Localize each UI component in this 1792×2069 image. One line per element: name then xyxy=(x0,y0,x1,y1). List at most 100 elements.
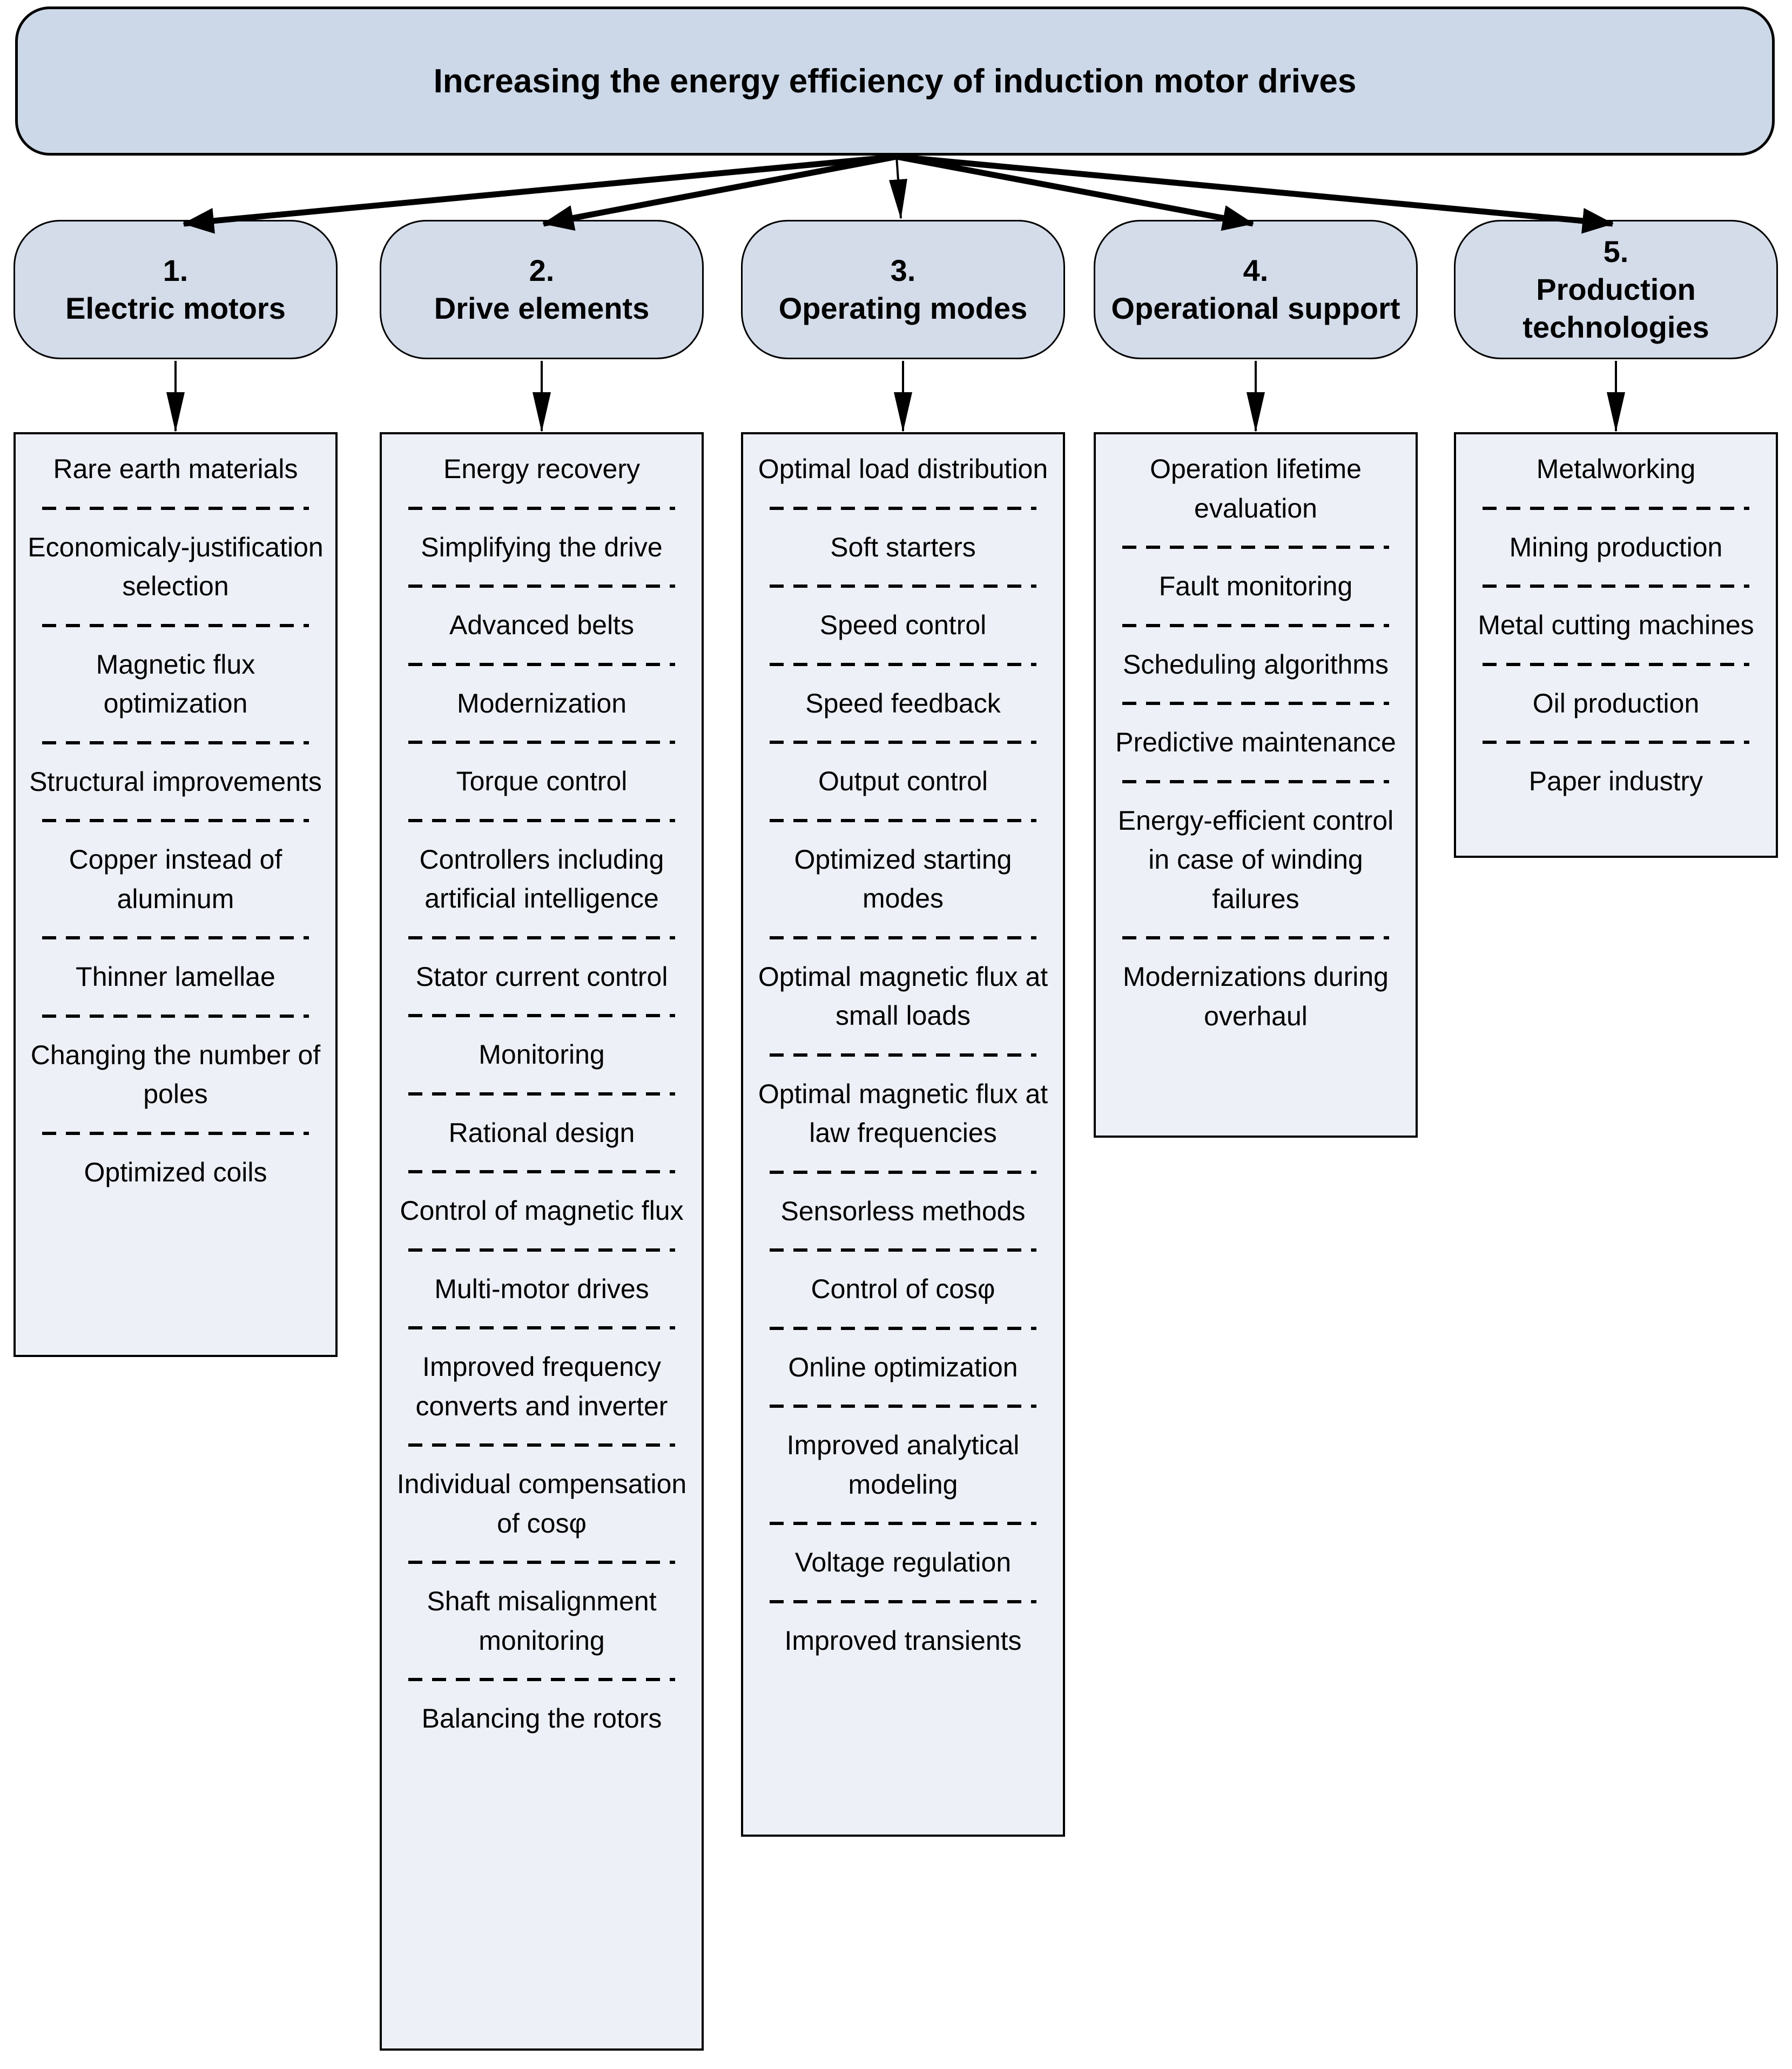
item-separator xyxy=(1483,506,1749,510)
list-item: Optimal magnetic flux at small loads xyxy=(758,961,1048,1031)
item-separator xyxy=(770,1053,1036,1057)
arrow-root-to-category-4 xyxy=(895,153,1254,231)
item-separator xyxy=(408,1326,675,1329)
item-separator xyxy=(1483,741,1749,744)
item-separator xyxy=(770,1248,1036,1252)
list-item: Predictive maintenance xyxy=(1115,727,1396,757)
list-item: Modernizations during overhaul xyxy=(1123,962,1389,1031)
item-separator xyxy=(42,506,309,510)
list-item: Online optimization xyxy=(788,1352,1018,1382)
item-separator xyxy=(770,1326,1036,1330)
list-item: Energy-efficient control in case of wind… xyxy=(1117,805,1394,914)
item-separator xyxy=(770,1522,1036,1525)
list-item: Sensorless methods xyxy=(780,1195,1026,1226)
item-separator xyxy=(408,1014,675,1017)
item-separator xyxy=(1483,662,1749,666)
item-separator xyxy=(1483,585,1749,588)
item-separator xyxy=(1122,702,1389,705)
list-item: Advanced belts xyxy=(449,610,634,640)
list-item: Economicaly-justification selection xyxy=(28,532,324,602)
item-separator xyxy=(408,662,675,666)
item-separator xyxy=(770,585,1036,588)
category-number: 1. xyxy=(163,253,188,287)
list-item: Balancing the rotors xyxy=(421,1703,662,1734)
item-separator xyxy=(408,741,675,744)
category-box-3: 3.Operating modes xyxy=(741,220,1065,359)
category-title: Drive elements xyxy=(434,291,650,325)
list-item: Torque control xyxy=(456,766,628,796)
item-separator xyxy=(408,506,675,510)
item-separator xyxy=(42,1131,309,1135)
item-separator xyxy=(42,623,309,627)
category-box-4: 4. Operational support xyxy=(1094,220,1418,359)
item-separator xyxy=(408,1678,675,1681)
list-item: Modernization xyxy=(456,688,627,718)
list-item: Scheduling algorithms xyxy=(1123,649,1389,680)
list-item: Stator current control xyxy=(415,961,668,992)
list-item: Improved transients xyxy=(784,1625,1022,1656)
list-item: Optimal magnetic flux at law frequencies xyxy=(758,1078,1048,1148)
category-title: Electric motors xyxy=(65,291,286,325)
item-separator xyxy=(770,818,1036,822)
list-item: Multi-motor drives xyxy=(434,1273,649,1304)
list-item: Optimized coils xyxy=(84,1157,267,1187)
category-box-1: 1. Electric motors xyxy=(14,220,338,359)
arrow-root-to-category-2 xyxy=(542,153,898,231)
list-item: Shaft misalignment monitoring xyxy=(427,1586,657,1656)
list-item: Output control xyxy=(818,766,988,796)
category-number: 2. xyxy=(529,253,555,287)
item-separator xyxy=(1122,780,1389,783)
list-item: Speed feedback xyxy=(805,688,1001,718)
list-item: Monitoring xyxy=(479,1039,605,1070)
list-item: Speed control xyxy=(819,610,987,640)
category-number: 5. xyxy=(1603,234,1629,268)
list-item: Energy recovery xyxy=(443,454,641,484)
arrow-root-to-category-3 xyxy=(889,156,907,219)
item-separator xyxy=(408,1443,675,1447)
list-item: Mining production xyxy=(1509,532,1723,562)
arrow-root-to-category-5 xyxy=(896,153,1614,234)
root-node: Increasing the energy efficiency of indu… xyxy=(15,6,1775,156)
item-separator xyxy=(770,936,1036,939)
item-separator xyxy=(1122,546,1389,549)
list-item: Rational design xyxy=(448,1117,635,1148)
item-separator xyxy=(770,1405,1036,1408)
diagram-title: Increasing the energy efficiency of indu… xyxy=(433,62,1357,100)
item-separator xyxy=(42,819,309,822)
list-item: Optimal load distribution xyxy=(758,454,1048,484)
item-separator xyxy=(770,741,1036,744)
item-separator xyxy=(408,1561,675,1564)
list-item: Simplifying the drive xyxy=(421,532,663,562)
item-separator xyxy=(1122,623,1389,627)
item-separator xyxy=(408,1170,675,1173)
item-separator xyxy=(408,585,675,588)
category-number: 4. xyxy=(1243,253,1269,287)
category-title: Operational support xyxy=(1111,291,1400,325)
list-item: Improved analytical modeling xyxy=(786,1430,1020,1500)
list-item: Individual compensation of cosφ xyxy=(396,1469,687,1539)
list-item: Paper industry xyxy=(1528,766,1703,796)
item-separator xyxy=(408,1092,675,1096)
list-item: Improved frequency converts and inverter xyxy=(415,1352,668,1421)
category-box-5: 5.Production technologies xyxy=(1454,220,1778,359)
list-item: Magnetic flux optimization xyxy=(96,649,255,719)
item-separator xyxy=(42,1014,309,1018)
item-separator xyxy=(408,936,675,939)
list-item: Control of magnetic flux xyxy=(400,1195,684,1226)
list-item: Copper instead of aluminum xyxy=(69,844,282,914)
arrow-root-to-category-1 xyxy=(183,153,897,234)
list-item: Controllers including artificial intelli… xyxy=(419,844,664,914)
item-separator xyxy=(408,818,675,822)
list-item: Control of cosφ xyxy=(811,1274,995,1304)
item-separator xyxy=(42,936,309,939)
item-separator xyxy=(770,1600,1036,1603)
list-item: Structural improvements xyxy=(29,766,322,797)
